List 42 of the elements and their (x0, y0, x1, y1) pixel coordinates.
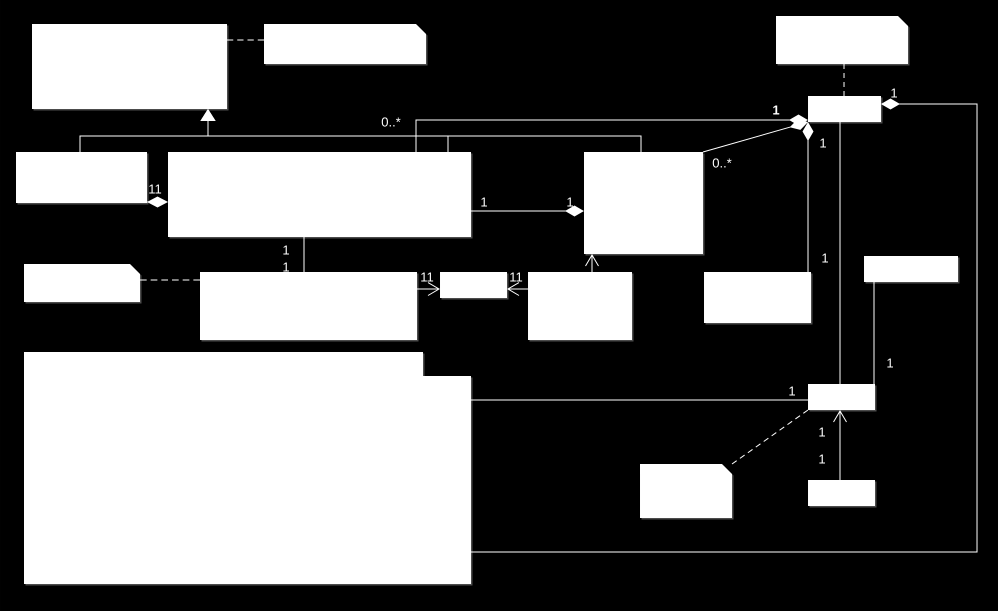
class-box (808, 96, 882, 124)
multiplicity-label: 1 (283, 262, 289, 272)
multiplicity-label: 1 (481, 198, 487, 206)
multiplicity-label: 1 (789, 386, 795, 396)
multiplicity-label: 1 (887, 358, 893, 368)
arrow (833, 410, 847, 480)
note-box (24, 264, 142, 304)
composition-line (470, 98, 978, 552)
inheritance-arrow (80, 109, 642, 152)
note-box (640, 464, 734, 520)
multiplicity-label: 0..* (382, 117, 401, 127)
class-box (808, 384, 876, 412)
arrow (416, 282, 440, 296)
class-box (808, 480, 876, 508)
multiplicity-label: 1 (820, 138, 826, 148)
arrow (507, 282, 528, 296)
class-box (584, 152, 704, 256)
class-box (704, 272, 812, 324)
multiplicity-label: 1 (822, 254, 828, 262)
multiplicity-label: 11 (421, 272, 434, 282)
note-box (776, 16, 910, 66)
class-box (864, 256, 960, 284)
multiplicity-label: 1 (773, 106, 780, 114)
arrow (585, 254, 599, 272)
composition-line (702, 119, 808, 152)
class-box (16, 152, 148, 204)
class-box (440, 272, 508, 300)
multiplicity-label: 1 (891, 88, 897, 98)
multiplicity-label: 0..* (712, 158, 732, 168)
class-box (200, 272, 418, 342)
multiplicity-label: 1 (283, 246, 289, 254)
multiplicity-label: 1 (819, 454, 825, 464)
multiplicity-label: 11 (510, 272, 522, 282)
class-box (528, 272, 634, 342)
dashed-connector (732, 410, 808, 464)
package-folder (24, 352, 472, 586)
multiplicity-label: 1 (819, 428, 825, 436)
note-box (264, 24, 428, 66)
class-box (32, 24, 228, 110)
multiplicity-label: 11 (149, 184, 162, 194)
multiplicity-label: 1 (567, 198, 573, 206)
class-box (168, 152, 472, 238)
